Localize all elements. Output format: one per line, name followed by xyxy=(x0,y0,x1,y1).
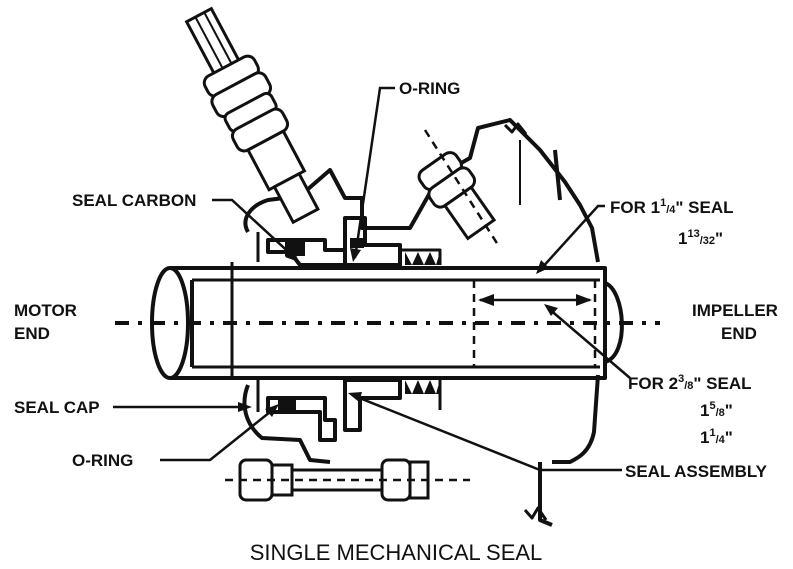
dimension-arrow xyxy=(478,294,592,306)
large-dim1-sub: /8 xyxy=(716,407,725,419)
large-dim1-suffix: " xyxy=(725,401,733,420)
small-seal-prefix: FOR 1 xyxy=(610,198,660,217)
gauge-fitting-left xyxy=(184,6,320,225)
bottom-bolt xyxy=(225,458,470,502)
small-seal-suffix: " SEAL xyxy=(675,198,733,217)
large-dim1-sup: 5 xyxy=(709,400,715,412)
large-dim2-suffix: " xyxy=(725,428,733,447)
small-dim-sup: 13 xyxy=(687,228,699,240)
shaft xyxy=(115,266,660,380)
seal-carbon-label: SEAL CARBON xyxy=(72,191,196,210)
fitting-centerline xyxy=(423,129,502,249)
small-seal-label: FOR 11/4" SEAL xyxy=(610,197,734,217)
small-seal-dimension: 113/32" xyxy=(678,228,723,248)
large-seal-sup: 3 xyxy=(678,373,684,385)
large-seal-label: FOR 23/8" SEAL xyxy=(628,373,752,393)
small-dim-sub: /32 xyxy=(700,235,715,247)
o-ring-bottom-label: O-RING xyxy=(72,451,133,470)
large-dim1-whole: 1 xyxy=(700,401,709,420)
large-seal-dimension-1: 15/8" xyxy=(700,400,733,420)
motor-label: MOTOR xyxy=(14,301,77,320)
large-seal-sub: /8 xyxy=(684,380,693,392)
seal-cap-label: SEAL CAP xyxy=(14,398,100,417)
o-ring-top-label: O-RING xyxy=(399,79,460,98)
small-seal-sup: 1 xyxy=(660,197,666,209)
seal-assembly-label: SEAL ASSEMBLY xyxy=(625,462,768,481)
seal-components-lower xyxy=(266,378,442,442)
large-seal-suffix: " SEAL xyxy=(693,374,751,393)
large-dim2-sup: 1 xyxy=(709,427,715,439)
diagram-caption: SINGLE MECHANICAL SEAL xyxy=(250,540,543,565)
small-dim-suffix: " xyxy=(715,229,723,248)
large-seal-dimension-2: 11/4" xyxy=(700,427,733,447)
large-dim2-sub: /4 xyxy=(716,434,726,446)
impeller-end-label: END xyxy=(721,324,757,343)
large-dim2-whole: 1 xyxy=(700,428,709,447)
impeller-label: IMPELLER xyxy=(692,301,778,320)
drain-fitting-right xyxy=(417,151,497,241)
small-dim-whole: 1 xyxy=(678,229,687,248)
motor-end-label: END xyxy=(14,324,50,343)
leader-lines xyxy=(113,86,631,472)
large-seal-prefix: FOR 2 xyxy=(628,374,678,393)
small-seal-sub: /4 xyxy=(666,204,676,216)
